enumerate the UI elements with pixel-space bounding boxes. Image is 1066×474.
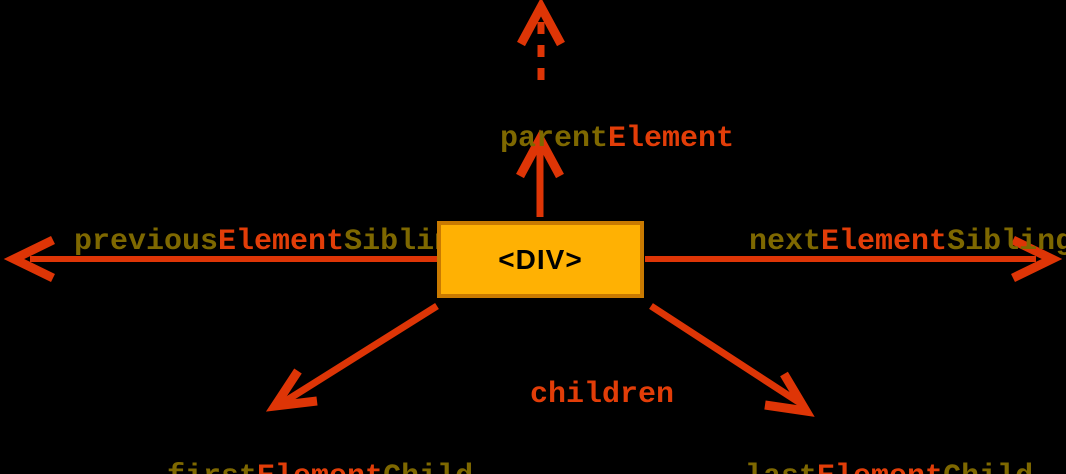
previous-element-sibling-label-pre: previous (74, 225, 219, 259)
first-element-child-label-post: Child (383, 460, 473, 474)
last-element-child-label: lastElementChild (673, 432, 1033, 474)
next-element-sibling-label-post: Sibling (947, 225, 1066, 259)
first-element-child-label-pre: first (167, 460, 257, 474)
ancestor-dashed-arrow (517, 0, 565, 88)
next-element-sibling-label: nextElementSibling (677, 197, 1066, 287)
previous-element-sibling-label-highlight: Element (218, 225, 345, 259)
parent-element-label-pre: parent (500, 122, 609, 156)
first-element-child-label: firstElementChild (95, 432, 473, 474)
previous-element-sibling-label: previousElementSibling (2, 197, 470, 287)
parent-element-label: parentElement (428, 94, 734, 184)
children-label: children (458, 350, 674, 440)
div-node-label: <DIV> (498, 243, 583, 275)
next-sibling-arrow (645, 235, 1063, 283)
last-element-child-label-highlight: Element (817, 460, 943, 474)
last-child-arrow (649, 303, 815, 417)
children-label-highlight: children (530, 378, 675, 412)
last-element-child-label-post: Child (943, 460, 1033, 474)
parent-element-label-highlight: Element (608, 122, 735, 156)
div-node-box: <DIV> (437, 221, 644, 298)
next-element-sibling-label-highlight: Element (821, 225, 948, 259)
next-element-sibling-label-pre: next (749, 225, 822, 259)
first-child-arrow (265, 303, 439, 412)
parent-arrow (516, 129, 564, 217)
first-element-child-label-highlight: Element (257, 460, 383, 474)
last-element-child-label-pre: last (745, 460, 817, 474)
previous-sibling-arrow (3, 235, 437, 283)
